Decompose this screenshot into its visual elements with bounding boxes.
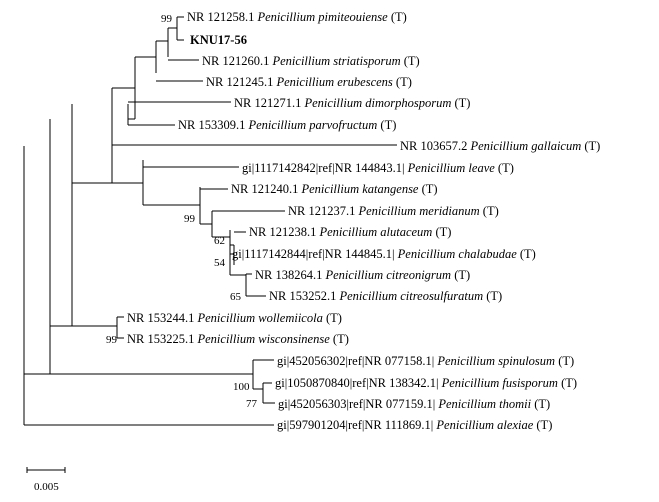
taxon-label: NR 121238.1 Penicillium alutaceum (T) — [249, 225, 451, 239]
taxon-label-knu17-56: KNU17-56 — [190, 33, 247, 47]
bootstrap-value: 99 — [161, 13, 173, 25]
taxon-label: NR 153252.1 Penicillium citreosulfuratum… — [269, 289, 502, 303]
bootstrap-value: 77 — [246, 398, 258, 410]
taxon-label: NR 153309.1 Penicillium parvofructum (T) — [178, 118, 396, 132]
tree-branches — [23, 17, 264, 425]
taxon-label: NR 121258.1 Penicillium pimiteouiense (T… — [187, 10, 407, 24]
taxon-label: gi|1117142844|ref|NR 144845.1| Penicilli… — [232, 247, 536, 261]
taxon-label: NR 138264.1 Penicillium citreonigrum (T) — [255, 268, 470, 282]
scale-bar-line — [26, 467, 66, 473]
taxon-label: gi|1050870840|ref|NR 138342.1| Penicilli… — [275, 376, 577, 390]
bootstrap-value: 100 — [233, 381, 250, 393]
scale-bar-label: 0.005 — [34, 481, 59, 493]
taxon-label: gi|452056303|ref|NR 077159.1| Penicilliu… — [278, 397, 550, 411]
taxon-label: NR 153244.1 Penicillium wollemiicola (T) — [127, 311, 342, 325]
taxon-label: gi|597901204|ref|NR 111869.1| Penicilliu… — [277, 418, 552, 432]
taxon-label: NR 103657.2 Penicillium gallaicum (T) — [400, 139, 600, 153]
tree-horizontal-branches — [24, 16, 397, 426]
taxon-label: gi|452056302|ref|NR 077158.1| Penicilliu… — [277, 354, 574, 368]
taxon-labels: NR 121258.1 Penicillium pimiteouiense (T… — [127, 10, 600, 432]
bootstrap-value: 99 — [106, 334, 118, 346]
taxon-label: NR 121260.1 Penicillium striatisporum (T… — [202, 54, 420, 68]
bootstrap-value: 65 — [230, 291, 242, 303]
scale-bar: 0.005 — [26, 467, 66, 493]
taxon-label: NR 153225.1 Penicillium wisconsinense (T… — [127, 332, 349, 346]
bootstrap-value: 54 — [214, 257, 226, 269]
taxon-label: NR 121245.1 Penicillium erubescens (T) — [206, 75, 412, 89]
taxon-label: NR 121240.1 Penicillium katangense (T) — [231, 182, 438, 196]
taxon-label: NR 121271.1 Penicillium dimorphosporum (… — [234, 96, 470, 110]
taxon-label: NR 121237.1 Penicillium meridianum (T) — [288, 204, 499, 218]
bootstrap-value: 99 — [184, 213, 196, 225]
bootstrap-value: 62 — [214, 235, 225, 247]
bootstrap-values: 99 99 62 54 65 99 100 77 — [106, 13, 258, 410]
taxon-label: gi|1117142842|ref|NR 144843.1| Penicilli… — [242, 161, 514, 175]
